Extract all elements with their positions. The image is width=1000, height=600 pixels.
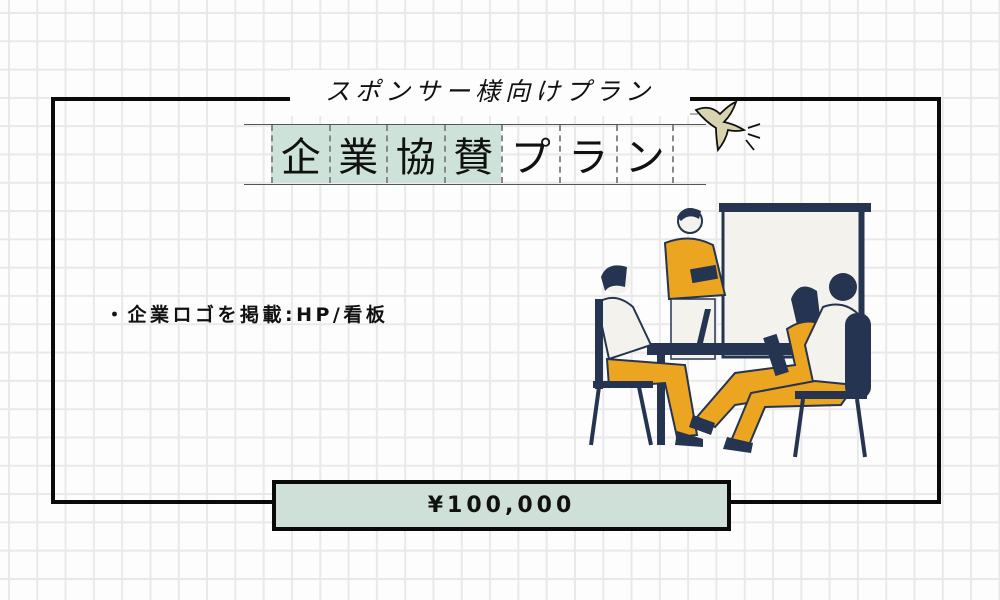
title-char: ラ — [558, 125, 617, 183]
subtitle-background — [290, 70, 690, 116]
price-box: ¥100,000 — [272, 480, 731, 531]
title-char: プ — [501, 125, 559, 183]
feature-bullet: ・企業ロゴを掲載:HP/看板 — [105, 304, 389, 326]
page-title: 企 業 協 賛 プ ラ ン — [271, 125, 674, 183]
title-char: 協 — [386, 125, 444, 183]
title-char: 賛 — [443, 125, 501, 183]
subtitle: スポンサー様向けプラン — [324, 77, 655, 106]
title-char: 業 — [328, 125, 386, 183]
swallow-bird-icon — [690, 100, 761, 153]
meeting-illustration — [589, 203, 871, 458]
title-box — [244, 124, 706, 185]
title-char: 企 — [271, 125, 329, 183]
title-char: ン — [616, 125, 674, 183]
price-label: ¥100,000 — [427, 493, 576, 518]
